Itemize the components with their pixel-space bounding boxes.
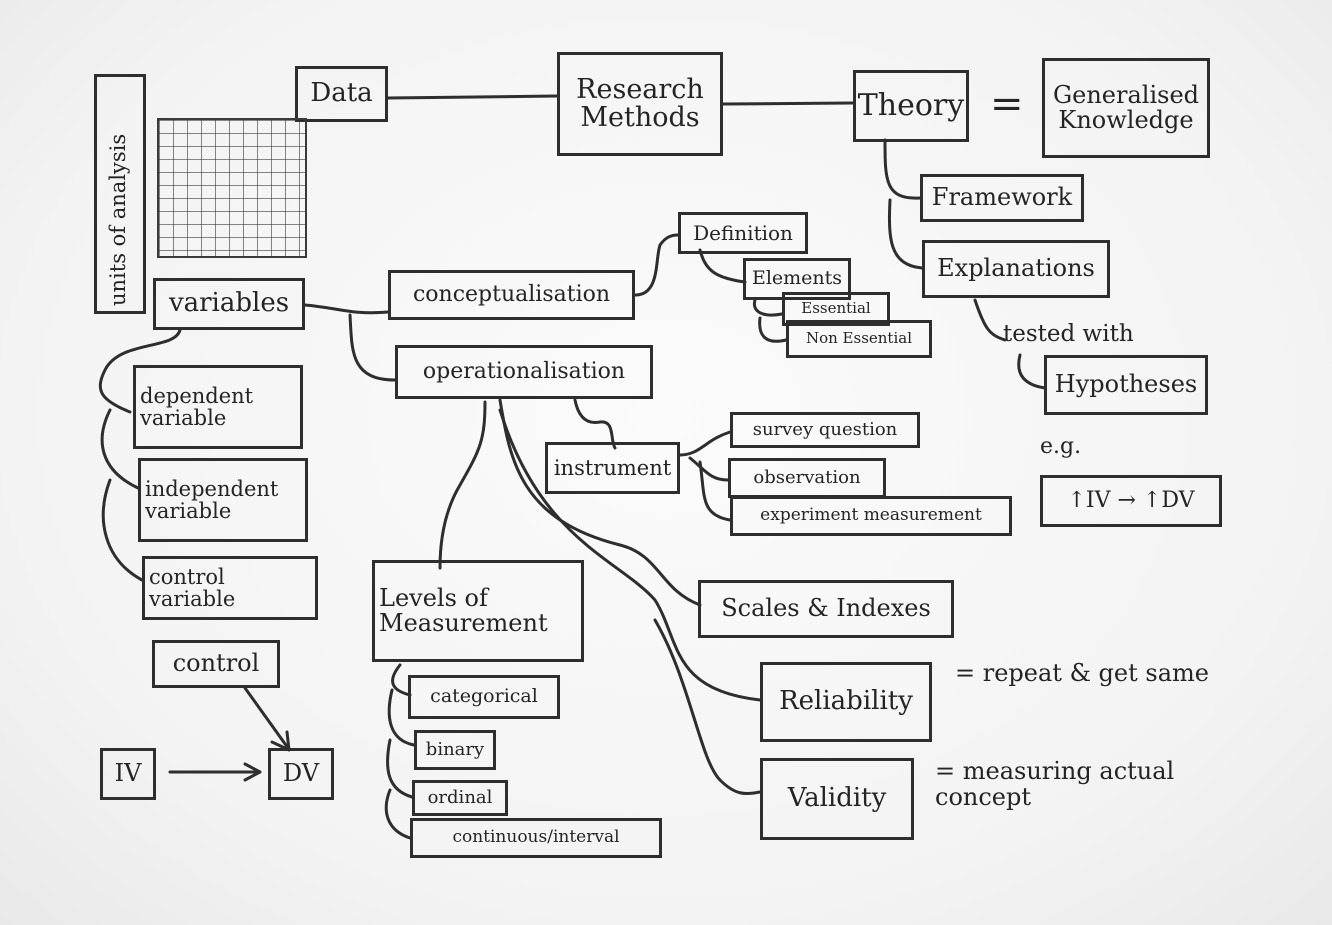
research-methods-box: Research Methods <box>557 52 723 156</box>
essential-label: Essential <box>801 299 871 318</box>
definition-label: Definition <box>693 220 793 245</box>
explanations-label: Explanations <box>937 254 1095 283</box>
theory-equals: = <box>990 81 1024 127</box>
generalised-knowledge-box: Generalised Knowledge <box>1042 58 1210 158</box>
control-variable-box: control variable <box>142 556 318 620</box>
reliability-definition: = repeat & get same <box>955 659 1209 687</box>
conceptualisation-label: conceptualisation <box>412 282 611 308</box>
control-box: control <box>152 640 280 688</box>
experiment-measurement-box: experiment measurement <box>730 496 1012 536</box>
tested-with-label: tested with <box>1003 321 1134 347</box>
categorical-label: categorical <box>430 685 538 708</box>
essential-box: Essential <box>782 292 890 326</box>
hypothesis-example-label: ↑IV → ↑DV <box>1067 488 1195 514</box>
observation-label: observation <box>753 466 861 488</box>
elements-box: Elements <box>743 258 851 300</box>
variables-box: variables <box>153 278 305 330</box>
hypothesis-example-box: ↑IV → ↑DV <box>1040 475 1222 527</box>
experiment-measurement-label: experiment measurement <box>760 505 982 526</box>
control-variable-label: control variable <box>149 564 236 611</box>
reliability-box: Reliability <box>760 662 932 742</box>
validity-definition: = measuring actual concept <box>935 757 1175 812</box>
data-box: Data <box>295 66 388 122</box>
reliability-label: Reliability <box>779 686 913 717</box>
non-essential-box: Non Essential <box>786 320 932 358</box>
hypotheses-label: Hypotheses <box>1054 370 1198 399</box>
scales-indexes-label: Scales & Indexes <box>721 594 931 623</box>
dv-box: DV <box>268 748 334 800</box>
scales-indexes-box: Scales & Indexes <box>698 580 954 638</box>
validity-label: Validity <box>787 783 887 814</box>
conceptualisation-box: conceptualisation <box>388 270 635 320</box>
explanations-box: Explanations <box>922 240 1110 298</box>
definition-box: Definition <box>678 212 808 254</box>
theory-box: Theory <box>853 70 969 142</box>
ordinal-label: ordinal <box>427 786 493 808</box>
categorical-box: categorical <box>408 675 560 719</box>
eg-label: e.g. <box>1040 434 1082 459</box>
framework-box: Framework <box>920 174 1084 222</box>
independent-variable-box: independent variable <box>138 458 308 542</box>
theory-label: Theory <box>857 88 965 124</box>
variables-label: variables <box>168 288 290 319</box>
iv-label: IV <box>114 759 142 788</box>
units-of-analysis-label: units of analysis <box>106 133 130 306</box>
dependent-variable-label: dependent variable <box>140 383 254 430</box>
data-label: Data <box>310 78 373 109</box>
validity-box: Validity <box>760 758 914 840</box>
dv-label: DV <box>282 759 320 788</box>
framework-label: Framework <box>931 183 1073 212</box>
research-methods-label: Research Methods <box>576 73 704 133</box>
survey-question-box: survey question <box>730 412 920 448</box>
levels-of-measurement-box: Levels of Measurement <box>372 560 584 662</box>
continuous-interval-box: continuous/interval <box>410 818 662 858</box>
units-of-analysis-box <box>94 74 146 314</box>
non-essential-label: Non Essential <box>805 329 913 348</box>
continuous-interval-label: continuous/interval <box>452 827 620 848</box>
dependent-variable-box: dependent variable <box>133 365 303 449</box>
binary-box: binary <box>414 730 496 770</box>
elements-label: Elements <box>751 267 843 290</box>
observation-box: observation <box>728 458 886 498</box>
data-grid-sketch <box>157 118 307 258</box>
generalised-knowledge-label: Generalised Knowledge <box>1052 80 1200 134</box>
ordinal-box: ordinal <box>412 780 508 816</box>
operationalisation-box: operationalisation <box>395 345 653 399</box>
binary-label: binary <box>425 738 485 760</box>
hypotheses-box: Hypotheses <box>1044 355 1208 415</box>
survey-question-label: survey question <box>752 418 898 440</box>
instrument-label: instrument <box>553 455 672 480</box>
control-label: control <box>172 649 260 678</box>
iv-box: IV <box>100 748 156 800</box>
instrument-box: instrument <box>545 442 680 494</box>
independent-variable-label: independent variable <box>145 476 279 523</box>
levels-of-measurement-label: Levels of Measurement <box>379 583 548 637</box>
operationalisation-label: operationalisation <box>422 359 626 385</box>
